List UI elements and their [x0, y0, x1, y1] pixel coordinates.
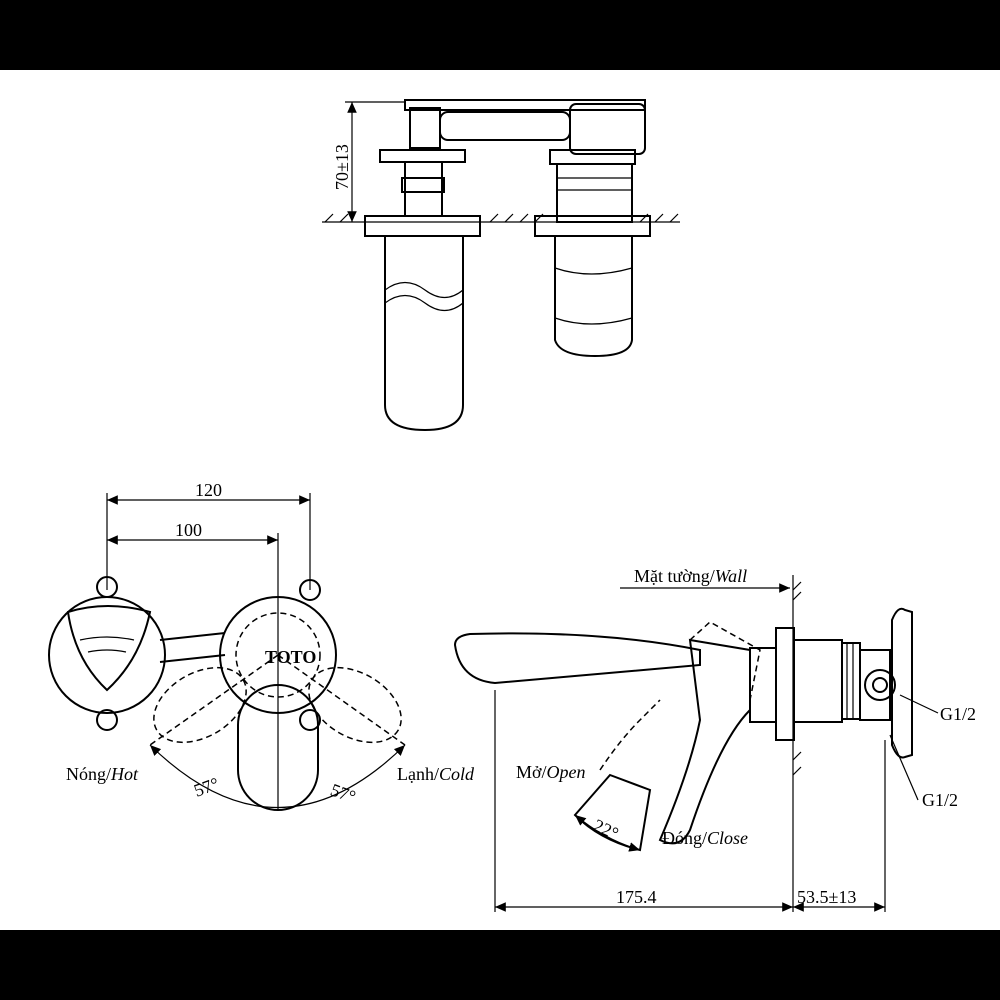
- wall-depth-label: 53.5±13: [797, 887, 856, 907]
- cold-angle-label: 57°: [328, 780, 359, 807]
- faucet-drawing: 70±13 120 100: [48, 99, 976, 912]
- side-body-neck: [749, 647, 777, 723]
- front-connector: [159, 632, 226, 663]
- handle-top-screw: [299, 579, 321, 601]
- right-flange: [549, 149, 636, 165]
- inlet-outer-ring: [864, 669, 896, 701]
- width-120-label: 120: [195, 480, 222, 500]
- side-valve-block: [859, 649, 891, 721]
- open-angle-arc: [574, 814, 641, 852]
- brand-logo-text: TOTO: [265, 647, 316, 667]
- left-break-line-1: [384, 281, 464, 299]
- spout-length-label: 175.4: [616, 887, 657, 907]
- right-mount-block: [569, 103, 646, 155]
- inlet-inner-ring: [872, 677, 888, 693]
- side-lever-handle: [658, 638, 751, 845]
- right-handle-profile: [554, 236, 633, 358]
- thread-leader-top: [899, 694, 939, 714]
- bottom-letterbox-band: [0, 930, 1000, 1000]
- side-body-cylinder: [793, 639, 843, 723]
- right-wall-plate: [534, 215, 651, 237]
- side-view: Mặt tường/Wall G1/2 G1/2 Mở/Open Đóng/Cl…: [453, 566, 976, 912]
- thread-bottom-label: G1/2: [922, 790, 958, 810]
- top-side-view: 70±13: [322, 99, 680, 432]
- handle-cover-plate: [219, 596, 337, 714]
- right-break-line-2: [554, 317, 633, 325]
- side-thread-section: [841, 642, 861, 720]
- thread-leader-bottom: [889, 734, 919, 801]
- cold-position-outline: [308, 666, 402, 744]
- wall-label: Mặt tường/Wall: [634, 566, 747, 586]
- connector-pipe: [439, 111, 571, 141]
- hot-label: Nóng/Hot: [66, 764, 139, 784]
- spout-outlet-front: [66, 605, 152, 692]
- rotation-angle-arc: [149, 744, 406, 809]
- hot-position-outline: [153, 666, 247, 744]
- left-break-line-2: [384, 294, 464, 312]
- front-view: 120 100 TOTO 57° 57° Nóng/Hot Lạnh/Cold: [48, 480, 475, 811]
- close-label: Đóng/Close: [662, 828, 748, 848]
- handle-open-arc: [599, 699, 661, 771]
- cold-label: Lạnh/Cold: [397, 764, 475, 784]
- top-letterbox-band: [0, 0, 1000, 70]
- left-spout-profile: [384, 236, 464, 432]
- top-handle-bar: [404, 99, 646, 111]
- open-angle-label: 22°: [590, 815, 621, 844]
- handle-dashed-circle: [235, 612, 321, 698]
- spout-bottom-screw: [96, 709, 118, 731]
- right-break-line-1: [554, 267, 633, 275]
- handle-bottom-screw: [299, 709, 321, 731]
- spout-top-screw: [96, 576, 118, 598]
- width-100-label: 100: [175, 520, 202, 540]
- wall-side-hatching: [792, 581, 802, 776]
- left-flange: [379, 149, 466, 163]
- side-spout: [453, 632, 701, 685]
- spout-cover-plate: [48, 596, 166, 714]
- right-cartridge-body: [556, 163, 633, 223]
- wall-hatching: [324, 213, 679, 223]
- height-dimension-label: 70±13: [332, 144, 352, 190]
- hot-angle-label: 57°: [191, 773, 222, 800]
- handle-open-outline: [689, 621, 761, 701]
- left-wall-plate: [364, 215, 481, 237]
- technical-drawing-sheet: 70±13 120 100: [0, 70, 1000, 930]
- open-label: Mở/Open: [516, 762, 586, 782]
- left-mount-block: [409, 107, 441, 149]
- thread-top-label: G1/2: [940, 704, 976, 724]
- side-wall-plate: [775, 627, 795, 741]
- side-mounting-bracket: [891, 607, 913, 759]
